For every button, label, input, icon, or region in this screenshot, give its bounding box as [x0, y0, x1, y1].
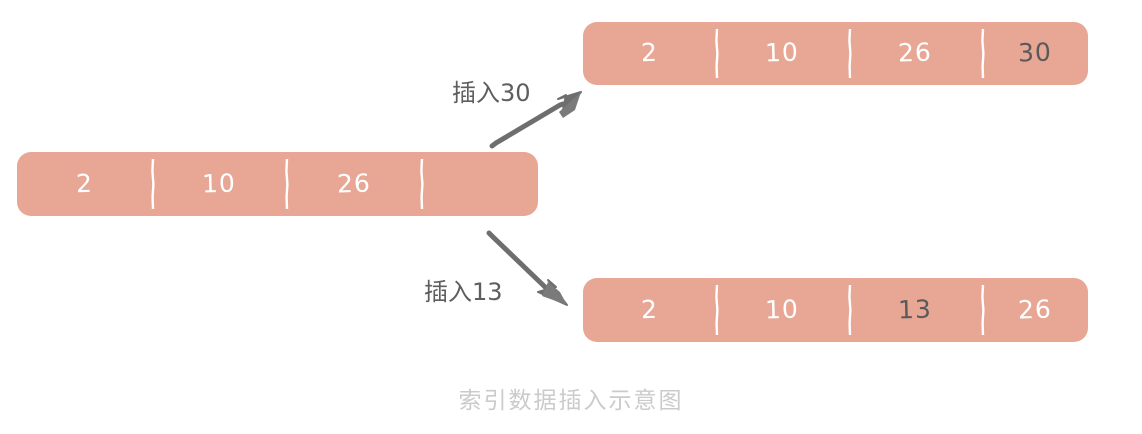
cell-value: 30 — [1017, 37, 1053, 68]
cell-divider-icon — [150, 157, 155, 211]
cell-value: 2 — [640, 294, 659, 324]
cell-value: 26 — [336, 168, 371, 198]
cell-value: 26 — [897, 37, 933, 68]
insert-30-label: 插入30 — [452, 79, 531, 107]
array-after-insert-13: 2 10 13 26 — [583, 278, 1088, 342]
cell-value: 10 — [201, 168, 237, 198]
array-cell-inserted: 30 — [980, 22, 1088, 85]
cell-value: 13 — [897, 294, 933, 324]
array-cell: 2 — [583, 278, 716, 342]
array-cell: 10 — [715, 278, 849, 342]
array-cell: 10 — [715, 22, 849, 85]
cell-divider-icon — [715, 283, 719, 337]
array-cell-empty — [419, 152, 538, 216]
array-cell: 26 — [980, 278, 1088, 342]
cell-divider-icon — [419, 157, 424, 211]
cell-value: 10 — [765, 294, 800, 324]
cell-divider-icon — [980, 283, 985, 337]
cell-divider-icon — [715, 27, 719, 80]
insert-13-label: 插入13 — [424, 278, 503, 306]
original-index-array: 2 10 26 — [17, 152, 538, 216]
cell-value: 2 — [640, 37, 659, 68]
array-cell: 2 — [17, 152, 152, 216]
diagram-caption: 索引数据插入示意图 — [458, 388, 684, 414]
cell-divider-icon — [980, 27, 985, 80]
cell-value: 10 — [765, 37, 800, 68]
array-cell: 2 — [583, 22, 716, 85]
cell-divider-icon — [847, 27, 852, 80]
cell-divider-icon — [847, 283, 852, 337]
array-cell: 10 — [150, 152, 287, 216]
array-cell: 26 — [285, 152, 421, 216]
cell-value: 26 — [1017, 294, 1053, 324]
array-cell-inserted: 13 — [847, 278, 982, 342]
cell-value: 2 — [75, 168, 94, 198]
array-after-insert-30: 2 10 26 30 — [583, 22, 1088, 85]
cell-divider-icon — [285, 157, 289, 211]
array-cell: 26 — [847, 22, 982, 85]
